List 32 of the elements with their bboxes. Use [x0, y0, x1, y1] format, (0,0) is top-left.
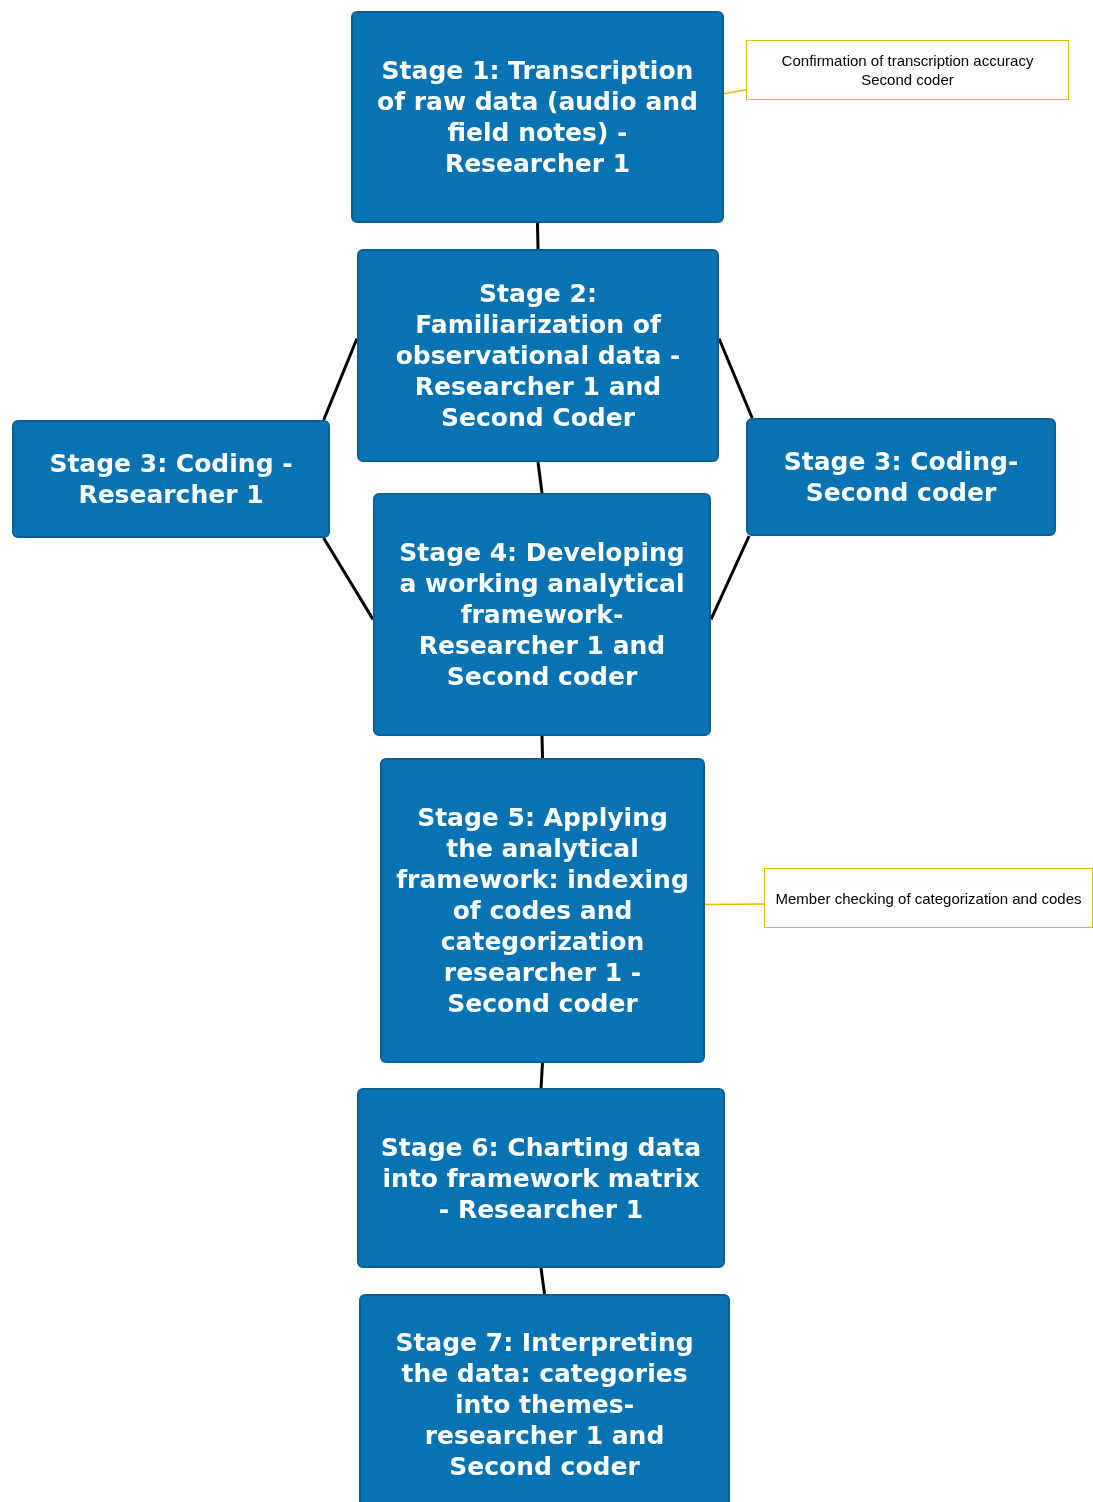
stage-box [357, 1088, 725, 1268]
stage-box [359, 1294, 730, 1502]
stage-text: Stage 1: Transcription of raw data (audio and field notes) - Researcher 1 [375, 55, 699, 179]
connector-line [322, 337, 359, 421]
note-text: Second coder [861, 70, 954, 89]
connector-line [540, 735, 544, 759]
stage-text: Stage 3: Coding - Researcher 1 [48, 448, 294, 510]
connector-line [536, 222, 540, 250]
stage-box [380, 758, 705, 1063]
note-box [746, 40, 1069, 100]
stage-text: Stage 7: Interpreting the data: categories into themes- researcher 1 and Second coder [394, 1326, 695, 1482]
note-text: Member checking of categorization and codes [775, 888, 1082, 908]
connector-line [322, 537, 375, 621]
leader-line [704, 903, 765, 906]
stage-text: Stage 2: Familiarization of observational data - Researcher 1 and Second Coder [394, 278, 682, 433]
note-box [764, 868, 1093, 928]
connector-line [536, 461, 544, 494]
stage-text: Stage 6: Charting data into framework matrix - Researcher 1 [379, 1131, 703, 1225]
connector-line [539, 1267, 546, 1295]
connector-line [709, 535, 751, 620]
leader-line [723, 89, 747, 95]
stage-text: Stage 4: Developing a working analytical framework- Researcher 1 and Second coder [398, 537, 686, 692]
stage-box [746, 418, 1056, 536]
stage-box [351, 11, 724, 223]
note-text: Confirmation of transcription accuracy [781, 51, 1034, 70]
stage-box [373, 493, 711, 736]
connector-line [717, 337, 754, 419]
connector-line [539, 1062, 544, 1089]
stage-text: Stage 3: Coding- Second coder [782, 446, 1020, 508]
stage-box [12, 420, 330, 538]
stage-text: Stage 5: Applying the analytical framework: indexing of codes and categorization researcher 1 - Second coder [396, 802, 689, 1019]
stage-box [357, 249, 719, 462]
